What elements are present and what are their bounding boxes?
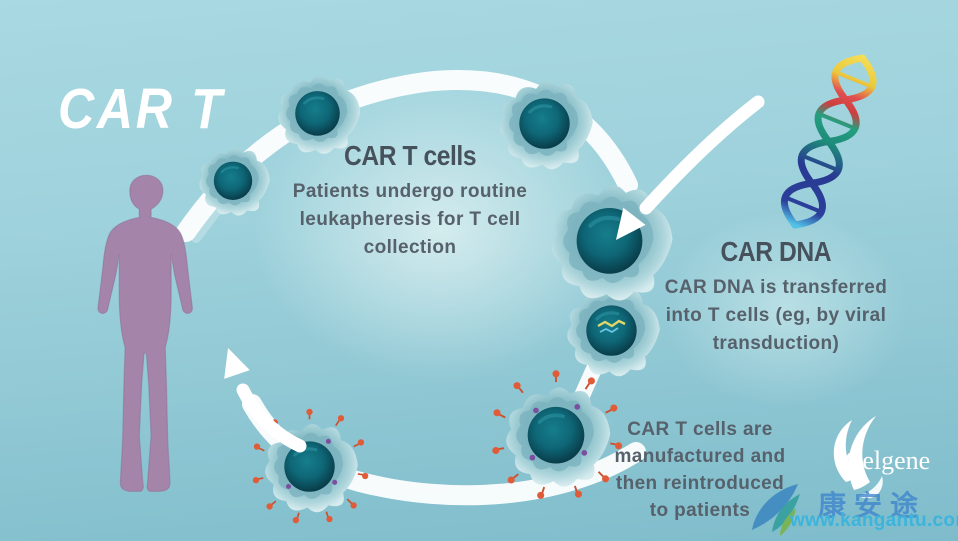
car-dna-line-1: CAR DNA is transferred xyxy=(664,277,888,298)
section-car-dna: CAR DNA CAR DNA is transferred into T ce… xyxy=(656,236,896,358)
car-dna-line-2: into T cells (eg, by viral xyxy=(665,305,887,326)
tcell-transduced-dna xyxy=(565,286,662,378)
section-manufacture: CAR T cells are manufactured and then re… xyxy=(580,416,820,524)
manufacture-line-2: manufactured and xyxy=(614,446,786,467)
mini-dna-icon xyxy=(597,319,626,328)
car-t-cells-line-1: Patients undergo routine xyxy=(292,181,528,202)
celgene-logo-icon xyxy=(833,416,883,499)
watermark-cjk: 康安途 xyxy=(818,490,927,521)
car-t-cells-heading: CAR T cells xyxy=(343,140,477,171)
arrow-reintroduce-to-patient-icon xyxy=(224,348,307,453)
car-dna-line-3: transduction) xyxy=(712,333,840,354)
car-dna-heading: CAR DNA xyxy=(720,236,832,267)
patient-silhouette-image xyxy=(97,174,193,492)
manufacture-line-3: then reintroduced xyxy=(615,473,785,494)
manufacture-line-4: to patients xyxy=(649,500,751,521)
dna-helix-image xyxy=(781,54,877,229)
section-car-t-cells: CAR T cells Patients undergo routine leu… xyxy=(290,140,530,262)
page-title: CAR T xyxy=(58,77,225,141)
watermark-leaves-icon xyxy=(752,484,800,536)
car-t-cells-line-2: leukapheresis for T cell xyxy=(299,209,521,230)
watermark-url: www.kangantu.com xyxy=(790,510,958,531)
car-t-cells-line-3: collection xyxy=(363,237,457,258)
arrow-dna-to-cell-icon xyxy=(616,95,765,240)
manufacture-line-1: CAR T cells are xyxy=(627,419,773,440)
celgene-logo-text: Celgene xyxy=(845,446,931,475)
